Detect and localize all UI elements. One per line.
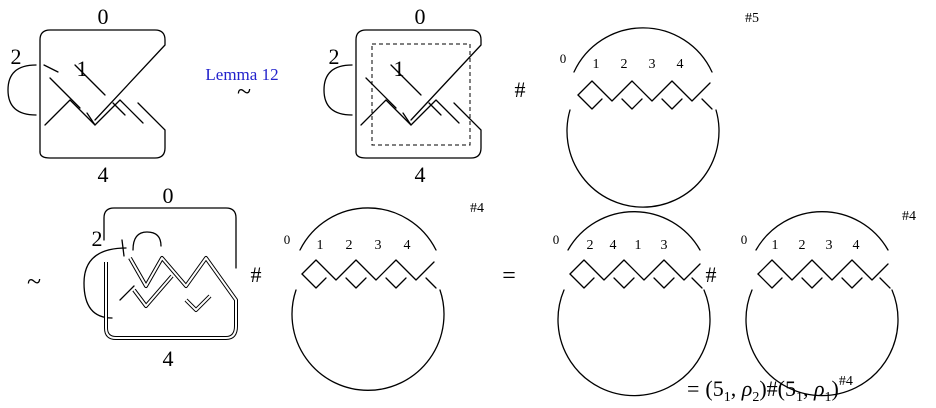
connected-sum-symbol: # [706,262,717,287]
rational-tangle-circle-3: 0 2 4 1 3 [553,211,711,397]
result-power: #4 [839,374,853,389]
label-3: 3 [375,238,382,253]
knot-diagram-a: 0 2 1 4 [7,4,166,187]
label-0: 0 [553,232,560,247]
knot-1-sub: 1 [724,390,731,405]
label-1: 1 [77,56,88,81]
label-1: 1 [635,238,642,253]
result-open: ( [705,376,712,401]
rho-1-base: ρ [741,376,753,401]
label-1: 1 [772,238,779,253]
label-1: 1 [317,238,324,253]
label-1: 1 [593,57,600,72]
label-2: 2 [621,57,628,72]
label-0: 0 [415,4,426,29]
label-0: 0 [741,232,748,247]
power-label: #4 [902,209,916,224]
label-4: 4 [677,57,684,72]
knot-1-base: 5 [713,376,724,401]
result-close: ) [832,376,839,401]
rho-2-base: ρ [813,376,825,401]
knot-diagram-b: 0 2 1 4 [323,4,482,187]
label-4: 4 [404,238,411,253]
label-4: 4 [163,346,174,371]
knot-2-sub: 1 [796,390,803,405]
tilde-symbol: ~ [237,77,251,106]
lemma-reference: Lemma 12 [205,65,278,84]
equivalence-lemma: Lemma 12 ~ [205,65,278,106]
label-2: 2 [799,238,806,253]
result-equals: = [687,376,699,401]
label-2: 2 [329,44,340,69]
dashed-tangle-box [371,43,471,146]
label-0: 0 [560,51,567,66]
result-mid: )#( [759,376,785,401]
label-2: 2 [92,226,103,251]
rho-1-sub: 2 [752,390,759,405]
label-4: 4 [98,162,109,187]
label-1: 1 [394,56,405,81]
label-0: 0 [163,183,174,208]
label-2: 2 [346,238,353,253]
result-formula: =(51, ρ2)#(51, ρ1)#4 [687,374,853,405]
connected-sum-symbol: # [251,262,262,287]
rational-tangle-circle-2: 0 1 2 3 4 #4 [284,201,484,391]
label-4: 4 [610,238,617,253]
rho-2-sub: 1 [825,390,832,405]
rational-tangle-circle-4: 0 1 2 3 4 #4 [741,209,916,397]
label-3: 3 [826,238,833,253]
label-3: 3 [661,238,668,253]
label-0: 0 [98,4,109,29]
power-label: #4 [470,201,484,216]
comma-2: , [803,376,814,401]
power-label: #5 [745,11,759,26]
label-3: 3 [649,57,656,72]
tilde-symbol: ~ [27,267,41,296]
label-2: 2 [587,238,594,253]
label-0: 0 [284,232,291,247]
label-4: 4 [853,238,860,253]
knot-diagram-c: 0 2 4 [83,183,238,371]
label-4: 4 [415,162,426,187]
connected-sum-symbol: # [515,77,526,102]
label-2: 2 [11,44,22,69]
knot-2-base: 5 [785,376,796,401]
comma-1: , [731,376,742,401]
equals-sign: = [502,263,516,289]
rational-tangle-circle-1: 0 1 2 3 4 #5 [560,11,759,208]
